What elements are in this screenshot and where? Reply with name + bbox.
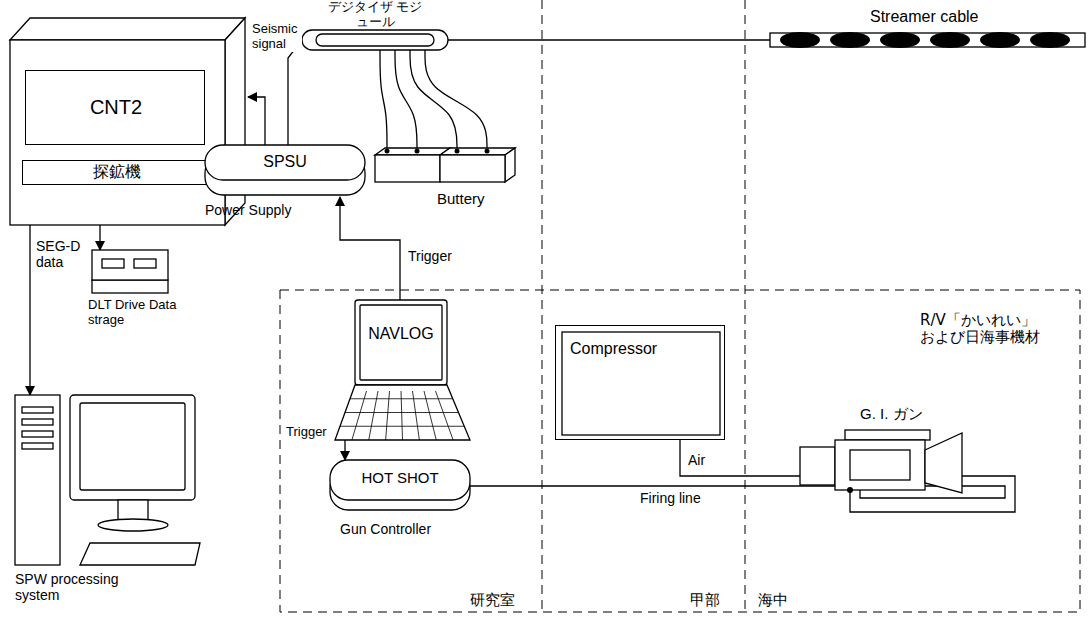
- connector: [448, 39, 770, 40]
- digitizer-module: デジタイザ モジュール: [300, 0, 450, 52]
- node-text: SPSU: [205, 153, 365, 171]
- recorder-cabinet: [10, 18, 245, 225]
- power-supply: SPSU Power Supply: [200, 140, 370, 225]
- area-label-slot: 甲部: [690, 592, 720, 609]
- text-slot: CNT2: [26, 96, 206, 119]
- text-slot: Gun Controller: [340, 521, 431, 537]
- airgun: G. I. ガン: [790, 405, 995, 535]
- text-slot: DLT Drive Data strage: [88, 298, 178, 328]
- connector-label-slot: Firing line: [640, 490, 701, 506]
- navigation-laptop: NAVLOG: [335, 295, 475, 445]
- signal-label: Trigger: [286, 425, 327, 440]
- signal-label: Air: [688, 452, 705, 468]
- area-label: R/V「かいれい」 および日海事機材: [920, 312, 1055, 347]
- connector-label-slot: Trigger: [408, 248, 452, 264]
- node-text: 探鉱機: [23, 163, 211, 181]
- connector: [344, 440, 345, 460]
- text-slot: HOT SHOT: [330, 469, 470, 486]
- recorder-panel: CNT2: [25, 70, 205, 145]
- node-text: SPW processing system: [15, 571, 155, 603]
- text-slot: Streamer cable: [870, 8, 979, 26]
- node-text: Streamer cable: [870, 8, 979, 26]
- area-dividers: [280, 0, 1080, 612]
- signal-label: Firing line: [640, 490, 701, 506]
- signal-label: Seismic signal: [252, 22, 302, 52]
- connector-label-slot: Seismic signal: [252, 22, 302, 52]
- node-text: NAVLOG: [355, 325, 447, 343]
- connector: [248, 97, 265, 145]
- connector: [680, 440, 1015, 512]
- area-label-slot: 海中: [758, 592, 788, 609]
- text-slot: G. I. ガン: [860, 405, 923, 422]
- connector: [288, 40, 302, 145]
- area-label-slot: R/V「かいれい」 および日海事機材: [920, 312, 1055, 347]
- node-text: Power Supply: [205, 202, 291, 218]
- signal-label: Trigger: [408, 248, 452, 264]
- connector-label-slot: Trigger: [286, 425, 327, 440]
- node-text: Compressor: [570, 340, 657, 358]
- text-slot: Compressor: [570, 340, 657, 358]
- node-text: デジタイザ モジュール: [325, 0, 425, 30]
- area-label: 研究室: [470, 592, 515, 609]
- recorder-unit: 探鉱機: [22, 160, 210, 185]
- connector: [340, 197, 400, 300]
- connector-label-slot: SEG-D data: [36, 238, 88, 270]
- area-label: 海中: [758, 592, 788, 609]
- navigation-laptop-drawing: [335, 295, 475, 445]
- text-slot: 探鉱機: [23, 163, 211, 181]
- airgun-drawing: [790, 405, 995, 535]
- connector: [380, 50, 487, 152]
- node-text: HOT SHOT: [330, 469, 470, 486]
- node-text: Gun Controller: [340, 521, 431, 537]
- connector: [99, 225, 100, 250]
- battery: Buttery: [372, 140, 517, 210]
- text-slot: SPW processing system: [15, 571, 155, 603]
- signal-label: SEG-D data: [36, 238, 88, 270]
- node-text: Buttery: [437, 190, 485, 207]
- text-slot: Power Supply: [205, 202, 291, 218]
- node-text: CNT2: [26, 96, 206, 119]
- text-slot: Buttery: [437, 190, 485, 207]
- node-text: G. I. ガン: [860, 405, 923, 422]
- text-slot: デジタイザ モジュール: [325, 0, 425, 30]
- streamer-cable: Streamer cable: [770, 8, 1085, 53]
- connector: [29, 225, 30, 395]
- text-slot: NAVLOG: [355, 325, 447, 343]
- connector-label-slot: Air: [688, 452, 705, 468]
- node-text: DLT Drive Data strage: [88, 298, 178, 328]
- gun-controller: HOT SHOT Gun Controller: [320, 455, 480, 545]
- area-label-slot: 研究室: [470, 592, 515, 609]
- processing-computer: SPW processing system: [10, 395, 210, 610]
- tape-drive: DLT Drive Data strage: [88, 245, 198, 340]
- area-label: 甲部: [690, 592, 720, 609]
- text-slot: SPSU: [205, 153, 365, 171]
- air-compressor: Compressor: [555, 325, 725, 440]
